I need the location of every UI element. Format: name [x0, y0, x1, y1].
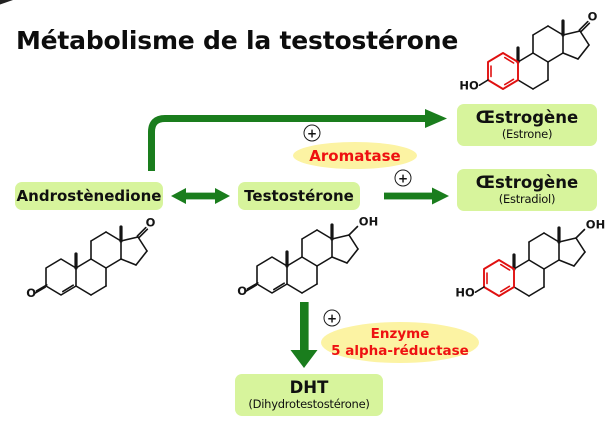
svg-text:O: O: [237, 284, 247, 298]
svg-text:O: O: [26, 286, 36, 300]
svg-text:O: O: [588, 10, 598, 24]
testosterone-structure: O OH: [237, 215, 378, 299]
estrone-structure: HO O: [459, 10, 597, 93]
plus-circle-icon-estradiol: +: [394, 169, 412, 187]
estrogen-estrone-box: Œstrogène (Estrone): [457, 104, 597, 146]
reductase-line2: 5 alpha-réductase: [331, 342, 469, 359]
estradiol-arrow: [384, 187, 449, 205]
androstenedione-structure: OO: [26, 216, 155, 301]
aromatase-label: Aromatase: [309, 146, 401, 165]
interconversion-arrow: [171, 188, 230, 204]
estrogen-estradiol-box: Œstrogène (Estradiol): [457, 169, 597, 211]
dht-arrow: [290, 302, 318, 368]
testosterone-box: Testostérone: [238, 182, 360, 210]
aromatase-ellipse: Aromatase: [293, 142, 417, 169]
svg-text:O: O: [146, 216, 156, 230]
plus-circle-icon-reductase: +: [323, 309, 341, 327]
svg-text:OH: OH: [586, 218, 605, 232]
estrogen-estrone-label: Œstrogène: [475, 108, 579, 128]
dht-box: DHT (Dihydrotestostérone): [235, 374, 383, 416]
testosterone-label: Testostérone: [244, 187, 354, 205]
estradiol-sub-label: (Estradiol): [498, 191, 556, 206]
dht-label: DHT: [289, 378, 329, 398]
corner-artifact: [0, 0, 13, 5]
estrone-sub-label: (Estrone): [501, 126, 553, 141]
svg-text:HO: HO: [459, 79, 479, 93]
reductase-ellipse: Enzyme 5 alpha-réductase: [321, 322, 479, 363]
plus-circle-icon-estrone: +: [303, 124, 321, 142]
estrogen-estradiol-label: Œstrogène: [475, 173, 579, 193]
estradiol-structure: HO OH: [455, 218, 605, 300]
diagram-title: Métabolisme de la testostérone: [16, 26, 459, 55]
aromatization-arrow: [148, 109, 447, 171]
svg-text:OH: OH: [359, 215, 378, 229]
svg-text:HO: HO: [455, 286, 475, 300]
androstenedione-box: Androstènedione: [15, 182, 163, 210]
androstenedione-label: Androstènedione: [16, 187, 162, 205]
dht-sub-label: (Dihydrotestostérone): [248, 396, 370, 411]
reductase-line1: Enzyme: [370, 325, 430, 342]
